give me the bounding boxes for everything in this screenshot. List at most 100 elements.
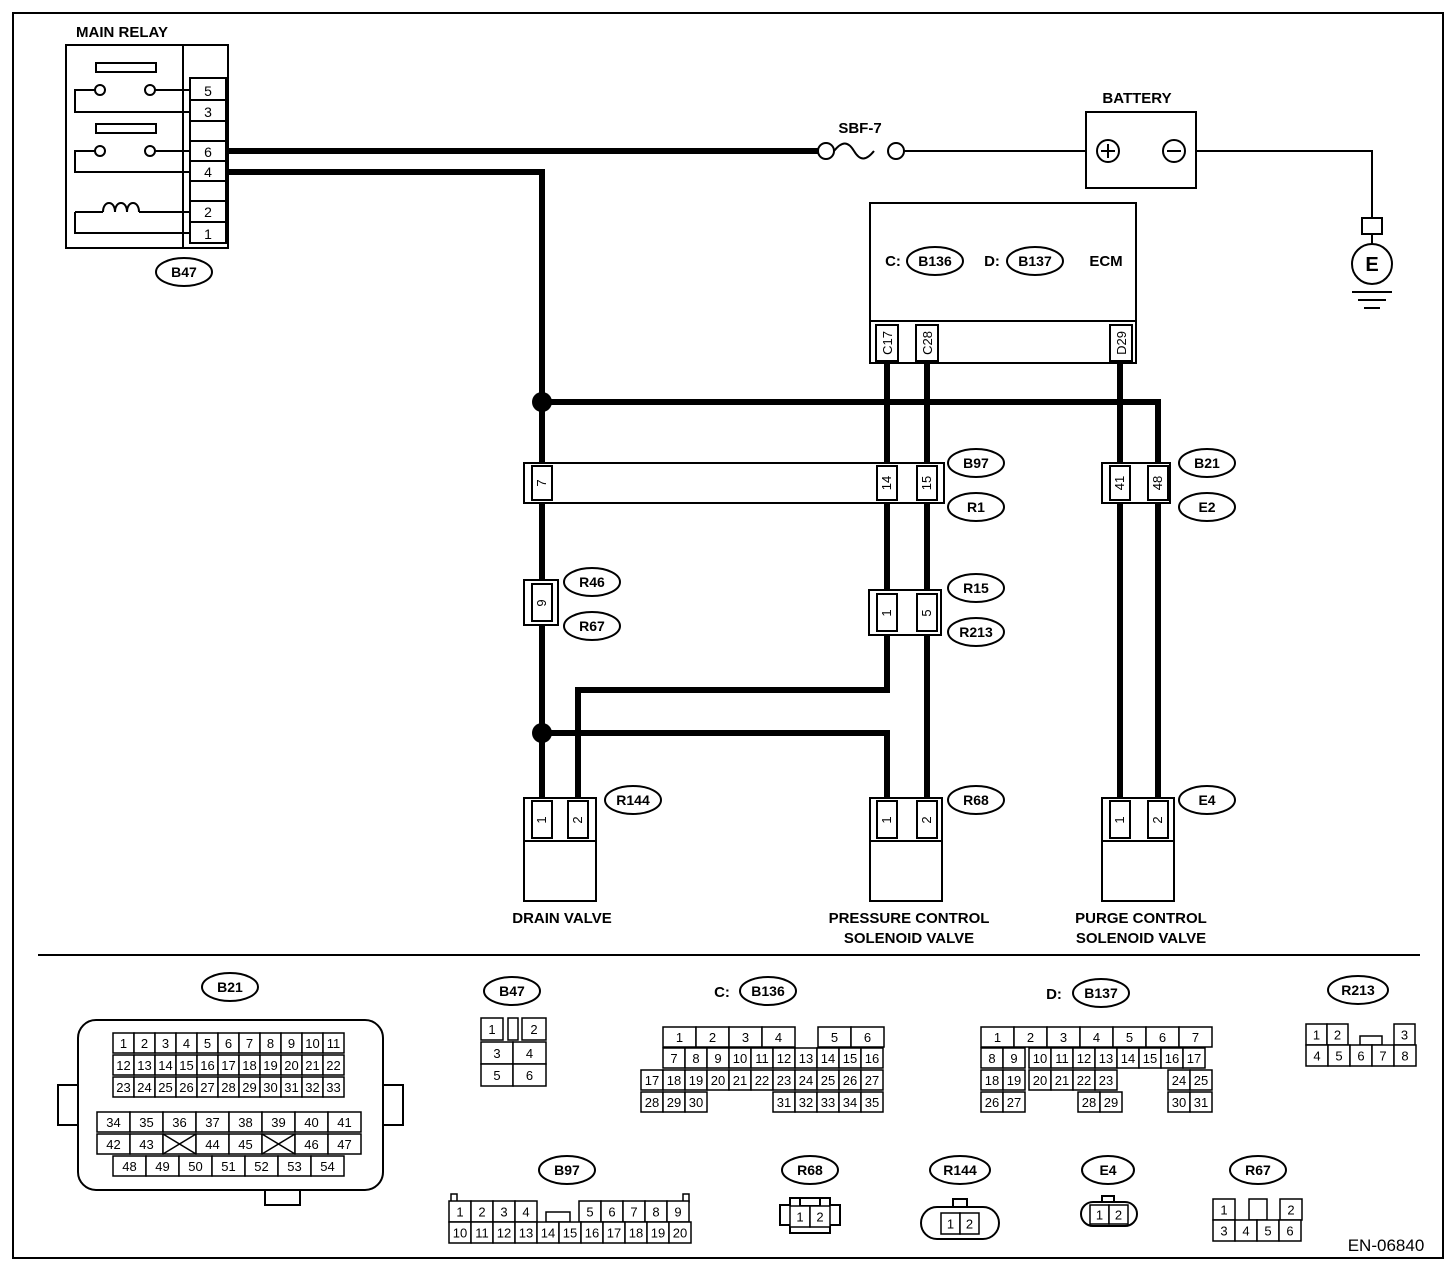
legend-cell (959, 1212, 980, 1235)
legend-cell (860, 1069, 884, 1091)
legend-cell-label: 10 (305, 1036, 319, 1051)
diagram-frame (12, 12, 1444, 1259)
legend-cell-label: 8 (652, 1205, 659, 1220)
legend-cell-label: 26 (179, 1080, 193, 1095)
legend-cell-label: 50 (188, 1159, 202, 1174)
legend-label: R67 (1245, 1162, 1271, 1178)
legend-cell-label: 23 (777, 1073, 791, 1088)
legend-cell-label: 11 (327, 1036, 341, 1051)
legend-cell-label: 6 (608, 1205, 615, 1220)
legend-cell (322, 1054, 345, 1076)
legend-cell-label: 40 (304, 1115, 318, 1130)
legend-cell-label: 2 (530, 1022, 537, 1037)
component-label: PURGE CONTROL (1075, 910, 1207, 927)
legend-cell-label: 5 (493, 1068, 500, 1083)
power-supply: SBF-7 BATTERY E (226, 90, 1393, 309)
legend-cell-label: 2 (1027, 1030, 1034, 1045)
legend-cell-label: 20 (284, 1058, 298, 1073)
legend-cell-label: 15 (563, 1226, 577, 1241)
legend-cell-label: 20 (1033, 1073, 1047, 1088)
legend-cell-label: 4 (183, 1036, 190, 1051)
pin: 2 (1150, 816, 1165, 823)
legend-cell-label: 23 (1099, 1073, 1113, 1088)
pin: 1 (534, 816, 549, 823)
legend-cell-label: 22 (755, 1073, 769, 1088)
legend-cell-label: 31 (777, 1095, 791, 1110)
connector-label: R144 (616, 792, 650, 808)
legend-label: R144 (943, 1162, 977, 1178)
legend-cell-label: 27 (865, 1073, 879, 1088)
relay-pin: 3 (204, 104, 212, 120)
pin: 1 (879, 816, 894, 823)
legend-cell (1002, 1069, 1026, 1091)
legend-label: B21 (217, 979, 243, 995)
legend-cell (322, 1076, 345, 1098)
main-relay: MAIN RELAY 5 3 6 4 2 1 (65, 24, 229, 287)
legend-cell-label: 11 (755, 1051, 769, 1066)
legend-cell (327, 1133, 362, 1155)
legend-label: R68 (797, 1162, 823, 1178)
legend-cell-label: 17 (645, 1073, 659, 1088)
legend-cell (684, 1091, 708, 1113)
legend-label: B137 (1084, 985, 1118, 1001)
legend-cell-label: 8 (692, 1051, 699, 1066)
legend-cell-label: 44 (205, 1137, 219, 1152)
legend-cell-label: 35 (865, 1095, 879, 1110)
legend-cell-label: 52 (254, 1159, 268, 1174)
legend-cell-cross (261, 1133, 296, 1155)
legend-cell-label: 1 (994, 1030, 1001, 1045)
legend-cell-label: 4 (526, 1046, 533, 1061)
legend-cell-label: 19 (689, 1073, 703, 1088)
legend-cell-label: 3 (742, 1030, 749, 1045)
pin: 7 (534, 479, 549, 486)
legend-cell-label: 41 (337, 1115, 351, 1130)
legend-cell-label: 37 (205, 1115, 219, 1130)
legend-cell-label: 1 (1313, 1028, 1320, 1043)
legend-label: B47 (499, 983, 525, 999)
legend-cell-label: 28 (645, 1095, 659, 1110)
ecm-conn-c: B136 (918, 253, 952, 269)
legend-cell (1099, 1091, 1123, 1113)
legend-cell-label: 25 (158, 1080, 172, 1095)
connector-label: R46 (579, 574, 605, 590)
legend-cell (1002, 1047, 1026, 1069)
legend-cell-label: 3 (493, 1046, 500, 1061)
legend-cell (521, 1017, 547, 1041)
legend-cell-label: 20 (673, 1226, 687, 1241)
connector-label: B47 (171, 264, 197, 280)
legend-cell-label: 7 (1192, 1030, 1199, 1045)
legend-cell-label: 14 (541, 1226, 555, 1241)
relay-pin: 4 (204, 164, 212, 180)
legend-cell-label: 45 (238, 1137, 252, 1152)
legend-cell-label: 12 (497, 1226, 511, 1241)
legend-cell-label: 26 (843, 1073, 857, 1088)
pin: 2 (570, 816, 585, 823)
legend-cell-label: 10 (1033, 1051, 1047, 1066)
legend-cell-label: 2 (141, 1036, 148, 1051)
legend-label: E4 (1099, 1162, 1116, 1178)
legend-label: B97 (554, 1162, 580, 1178)
legend-cell-label: 3 (162, 1036, 169, 1051)
legend-cell-label: 1 (1096, 1208, 1103, 1223)
legend-cell-label: 5 (1335, 1049, 1342, 1064)
legend-cell-label: 1 (1220, 1203, 1227, 1218)
main-relay-title: MAIN RELAY (76, 24, 168, 41)
legend-cell-label: 22 (1077, 1073, 1091, 1088)
legend-cell-label: 10 (453, 1226, 467, 1241)
legend-cell-label: 32 (799, 1095, 813, 1110)
legend-cell-label: 33 (821, 1095, 835, 1110)
legend-cell (545, 1211, 571, 1223)
legend-cell-label: 30 (689, 1095, 703, 1110)
legend-cell-label: 30 (263, 1080, 277, 1095)
legend-cell-label: 54 (320, 1159, 334, 1174)
legend-cell (310, 1155, 345, 1177)
legend-cell-label: 27 (200, 1080, 214, 1095)
pin: 14 (879, 476, 894, 490)
